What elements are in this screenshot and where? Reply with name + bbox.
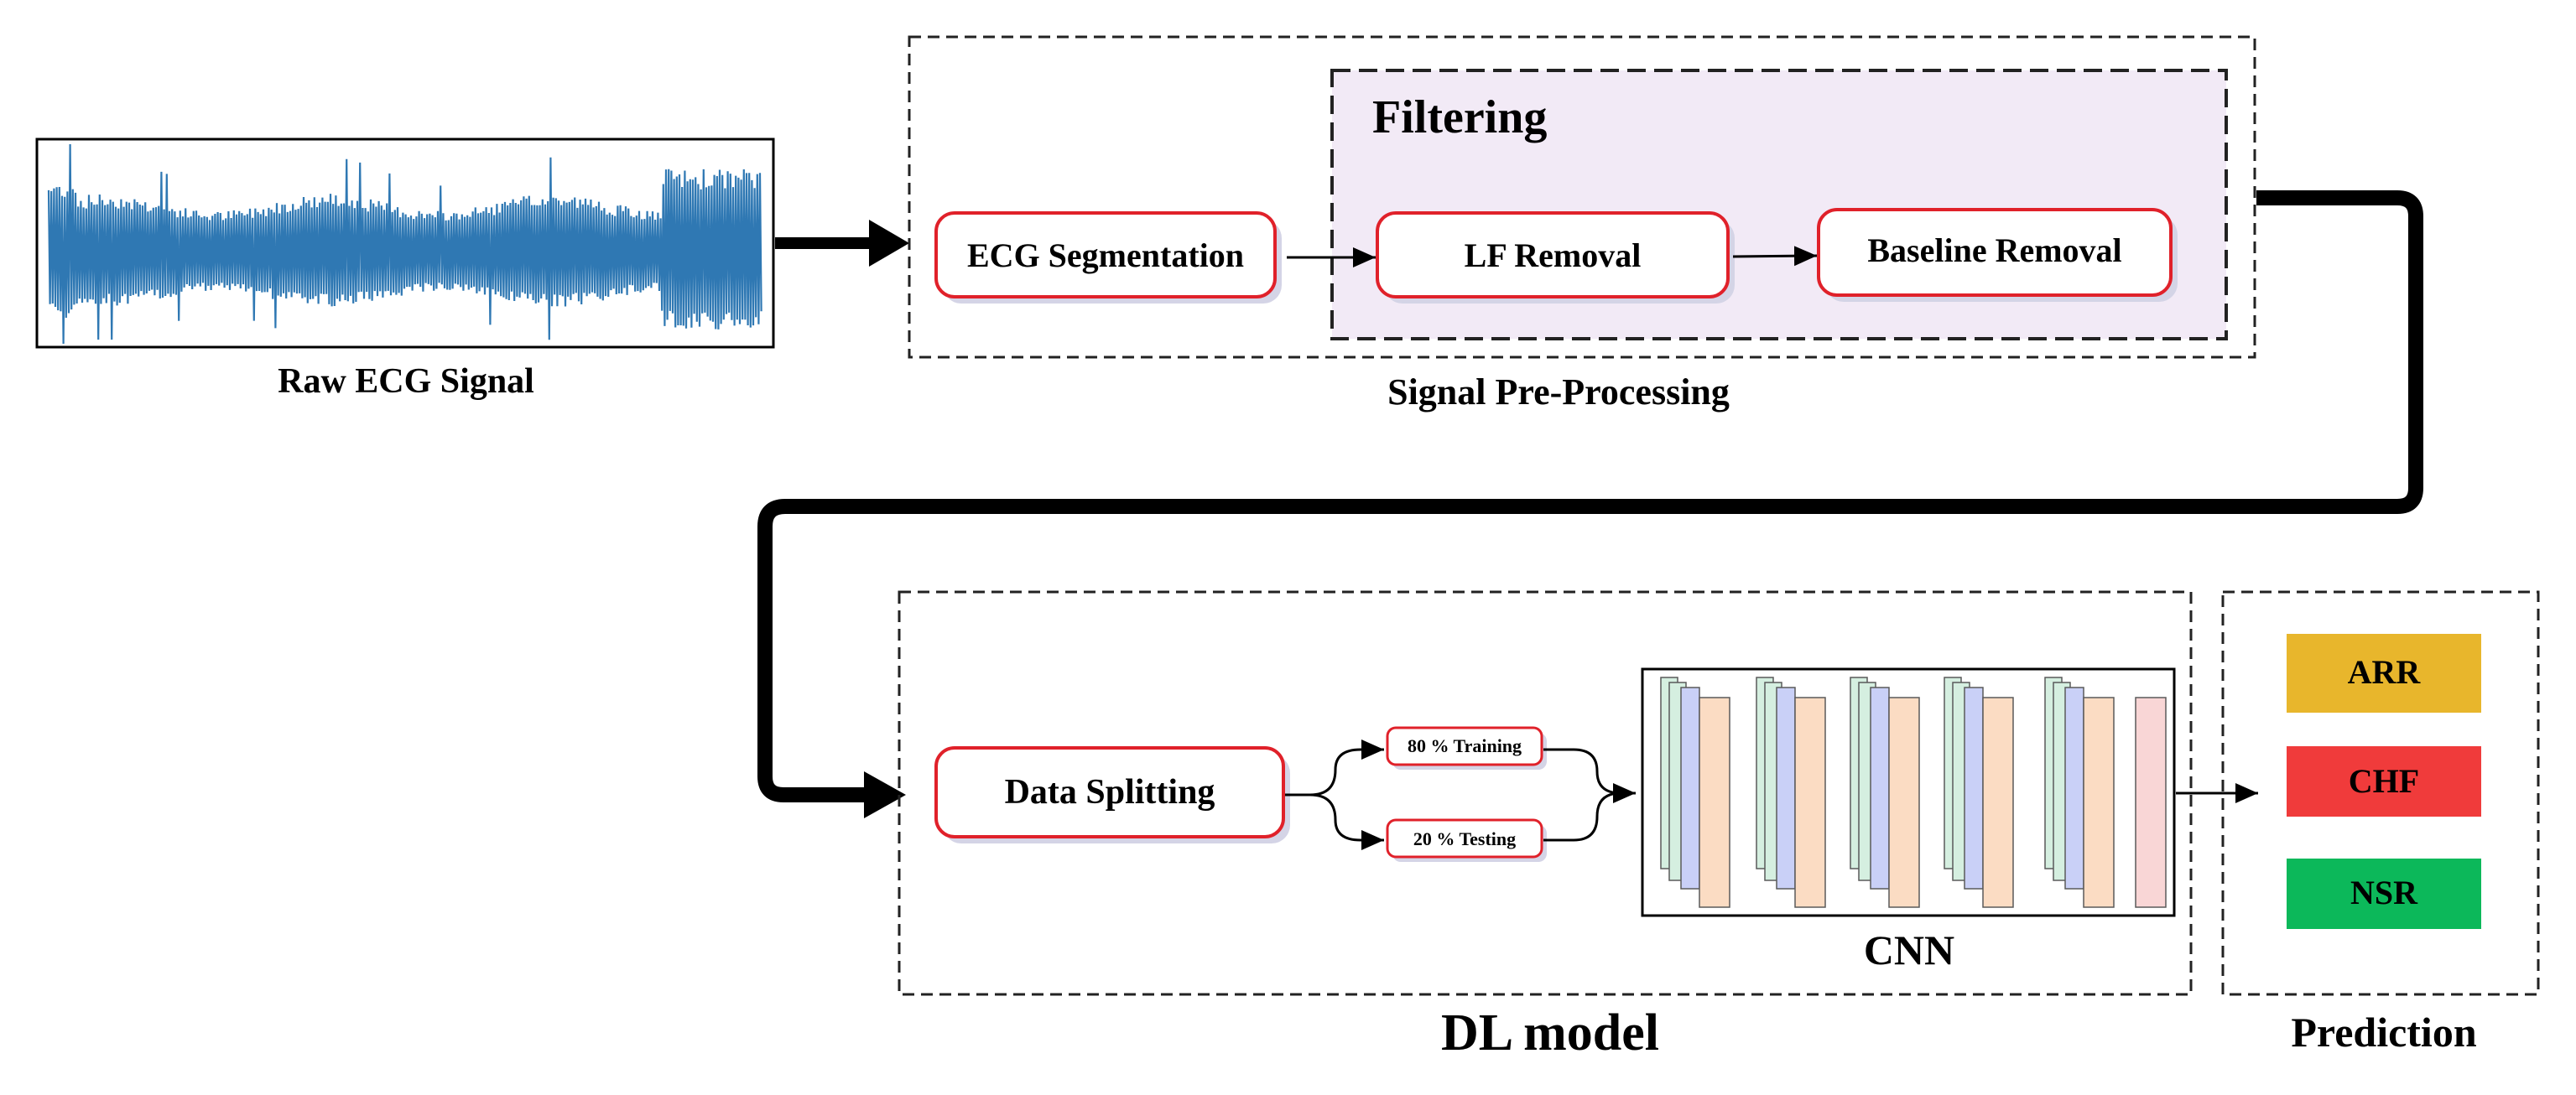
- cnn-output-layer: [2135, 697, 2167, 908]
- preprocessing-label: Signal Pre-Processing: [1387, 371, 1730, 413]
- lf-removal-label: LF Removal: [1465, 236, 1642, 274]
- preprocessing-frame: [908, 35, 2256, 359]
- preprocessing-block: Filtering ECG Segmentation LF Removal Ba…: [908, 35, 2256, 413]
- cnn-activation-layer: [2083, 697, 2115, 908]
- raw-ecg-label: Raw ECG Signal: [278, 362, 534, 401]
- merge-from-training: [1543, 748, 1636, 795]
- cnn-pool-layer: [1680, 687, 1700, 890]
- arrow-to-testing: [1285, 793, 1384, 850]
- raw-ecg-panel: Raw ECG Signal: [35, 138, 775, 401]
- raw-ecg-waveform: [47, 143, 762, 345]
- data-splitting-label: Data Splitting: [1005, 773, 1215, 812]
- training-label: 80 % Training: [1408, 735, 1522, 756]
- cnn-layers: [1660, 677, 2167, 908]
- filtering-title: Filtering: [1372, 91, 1547, 143]
- prediction-block: ARR CHF NSR Prediction: [2221, 590, 2540, 1056]
- baseline-removal-box: Baseline Removal: [1817, 208, 2178, 302]
- class-nsr-box: [2287, 859, 2481, 929]
- arrow-preprocessing-to-dl-model: [757, 190, 2423, 818]
- arrow-lf-to-baseline: [1732, 246, 1818, 267]
- ecg-segmentation-label: ECG Segmentation: [967, 236, 1244, 274]
- arrow-to-training: [1285, 740, 1384, 797]
- class-arr-box: [2287, 634, 2481, 713]
- class-arr-label: ARR: [2348, 653, 2422, 691]
- dl-model-block: Data Splitting 80 % Training 20 % Testin…: [898, 590, 2193, 1061]
- cnn-activation-layer: [1699, 697, 1730, 908]
- lf-removal-box: LF Removal: [1376, 211, 1735, 304]
- merge-from-testing: [1543, 783, 1636, 842]
- class-chf-label: CHF: [2349, 762, 2419, 800]
- class-chf-box: [2287, 746, 2481, 817]
- dl-model-frame: [898, 590, 2193, 996]
- cnn-activation-layer: [1794, 697, 1826, 908]
- cnn-activation-layer: [1888, 697, 1920, 908]
- baseline-removal-label: Baseline Removal: [1867, 231, 2121, 269]
- dl-model-label: DL model: [1441, 1004, 1659, 1061]
- ecg-segmentation-box: ECG Segmentation: [934, 211, 1282, 304]
- prediction-frame: [2221, 590, 2540, 996]
- data-splitting-box: Data Splitting: [934, 746, 1290, 843]
- arrow-raw-to-preprocessing: [775, 220, 909, 267]
- cnn-activation-layer: [1982, 697, 2014, 908]
- cnn-pool-layer: [2064, 687, 2084, 890]
- testing-box: 20 % Testing: [1386, 818, 1547, 862]
- cnn-pool-layer: [1870, 687, 1890, 890]
- prediction-label: Prediction: [2291, 1009, 2476, 1056]
- training-box: 80 % Training: [1386, 726, 1547, 770]
- cnn-block: CNN: [1641, 667, 2176, 973]
- cnn-pool-layer: [1776, 687, 1796, 890]
- cnn-pool-layer: [1964, 687, 1984, 890]
- cnn-label: CNN: [1864, 926, 1954, 973]
- class-nsr-label: NSR: [2350, 874, 2418, 911]
- testing-label: 20 % Testing: [1413, 828, 1516, 849]
